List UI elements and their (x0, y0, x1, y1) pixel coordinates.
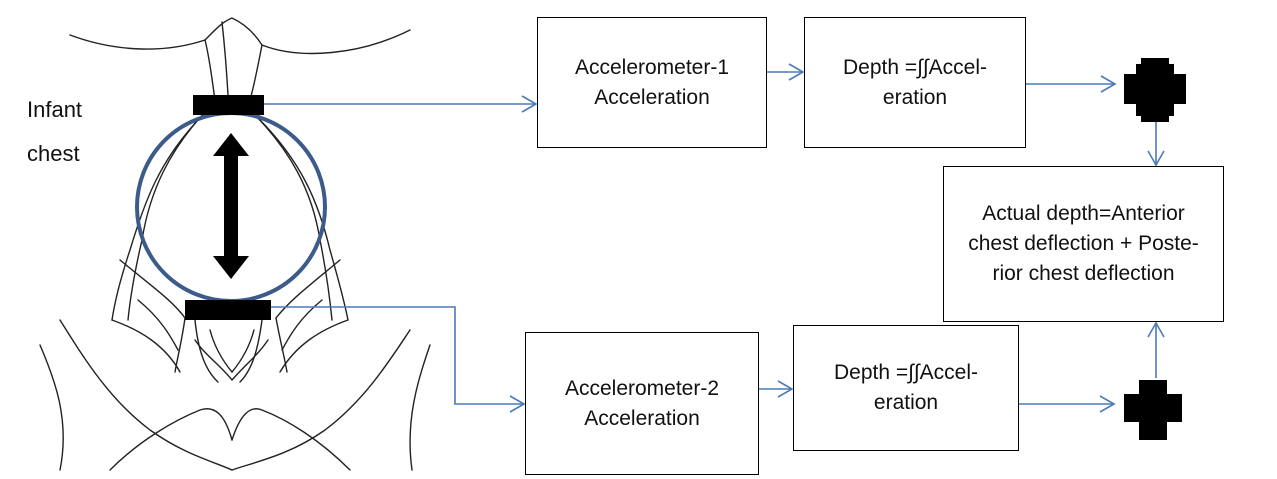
double-headed-arrow-icon (213, 133, 249, 279)
connector-depth2-to-plus2 (1018, 395, 1116, 413)
connector-depth1-to-plus1 (1025, 75, 1117, 93)
connector-sensor2-to-accel2 (271, 306, 526, 413)
connector-accel2-to-depth2 (758, 380, 794, 398)
connector-plus2-to-actual (1147, 321, 1165, 378)
accelerometer-1-sensor (193, 95, 264, 115)
actual-depth-box: Actual depth=Anterior chest deflection +… (943, 166, 1224, 322)
connector-sensor1-to-accel1 (264, 95, 538, 113)
depth-2-box: Depth =∫∫Accel- eration (793, 325, 1019, 451)
connector-accel1-to-depth1 (766, 63, 805, 81)
accelerometer-2-sensor (185, 300, 271, 320)
accelerometer-2-box: Accelerometer-2 Acceleration (525, 332, 759, 475)
accelerometer-1-box: Accelerometer-1 Acceleration (537, 17, 767, 148)
depth-1-box: Depth =∫∫Accel- eration (804, 17, 1026, 148)
plus-icon (1124, 58, 1186, 122)
connector-plus1-to-actual (1147, 122, 1165, 167)
plus-icon (1124, 380, 1182, 440)
infant-chest-label: Infant chest (27, 97, 83, 166)
infant-chest-sketch (39, 17, 431, 471)
